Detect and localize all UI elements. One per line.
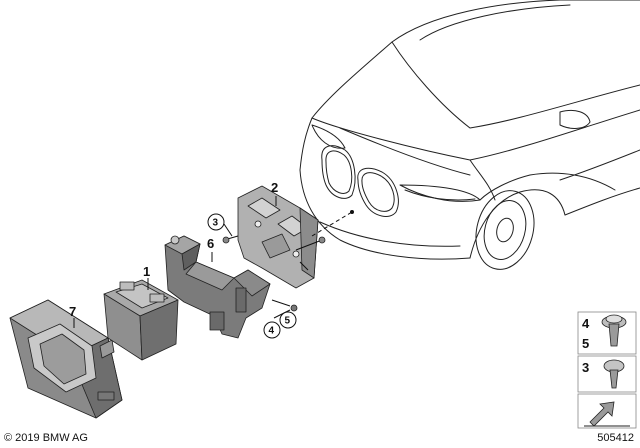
label-part-6: 6	[207, 236, 214, 251]
screw-pan-icon	[603, 359, 625, 389]
screw-flange-icon	[601, 314, 627, 347]
legend-label-5: 5	[582, 336, 589, 351]
car-front-illustration	[299, 0, 640, 270]
part-1-radar-sensor	[103, 279, 179, 361]
label-part-1: 1	[143, 264, 150, 279]
leader-lines	[73, 196, 354, 328]
direction-arrow-icon	[584, 401, 630, 427]
part-7-cover-frame	[9, 299, 123, 419]
label-part-3: 3	[213, 218, 219, 229]
label-part-5: 5	[285, 316, 291, 327]
part-6-bracket	[164, 235, 271, 339]
label-part-2: 2	[271, 180, 278, 195]
label-part-4: 4	[269, 326, 275, 337]
legend-panel: 4 5 3	[577, 311, 637, 429]
part-2-mounting-plate	[222, 185, 326, 289]
part-number-labels: 1 2 3 6 7 4 5	[69, 180, 297, 339]
diagram-reference-number: 505412	[597, 432, 634, 444]
legend-label-3: 3	[582, 360, 589, 375]
legend-label-4: 4	[582, 316, 590, 331]
copyright-notice: © 2019 BMW AG	[4, 432, 88, 444]
part-4-5-screw	[271, 299, 298, 312]
label-part-7: 7	[69, 304, 76, 319]
